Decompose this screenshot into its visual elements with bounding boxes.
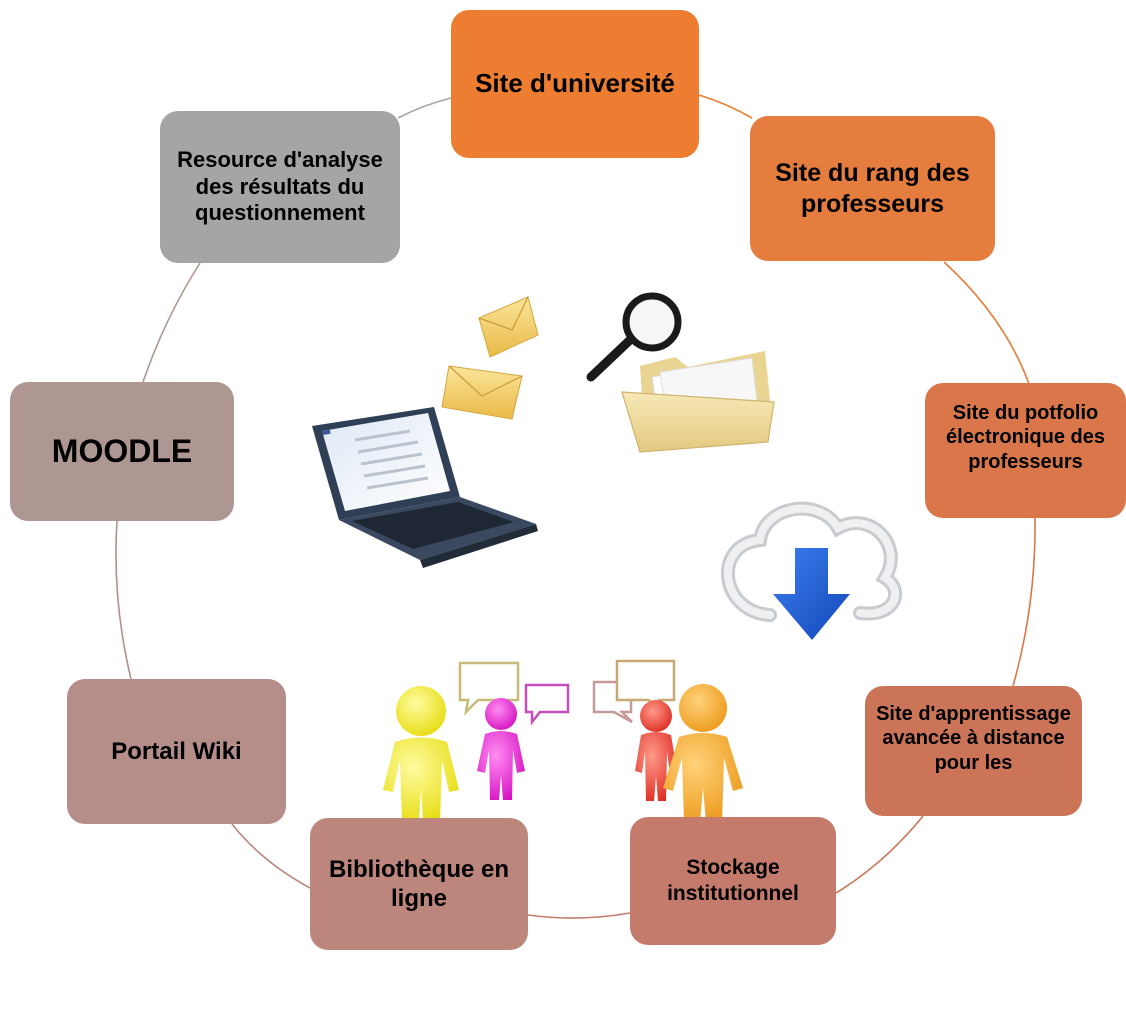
ring-arc xyxy=(527,912,631,919)
envelope-icon xyxy=(441,296,539,420)
node-stockage[interactable]: Stockage institutionnel xyxy=(630,817,836,945)
node-label: Site du potfolio électronique des profes… xyxy=(946,402,1105,473)
node-resource-analyse[interactable]: Resource d'analyse des résultats du ques… xyxy=(160,111,400,263)
cycle-ring xyxy=(115,94,1036,919)
node-label: MOODLE xyxy=(51,432,193,469)
ring-arc xyxy=(231,823,311,889)
node-label: Resource d'analyse des résultats du ques… xyxy=(177,146,383,226)
node-site-universite[interactable]: Site d'université xyxy=(451,10,699,158)
node-site-apprentissage[interactable]: Site d'apprentissage avancée à distance … xyxy=(865,686,1082,816)
node-label: Site d'université xyxy=(475,68,675,99)
node-label: Site d'apprentissage avancée à distance … xyxy=(876,703,1071,774)
ring-arc xyxy=(943,261,1030,385)
node-label: Portail Wiki xyxy=(111,737,242,765)
node-label: Site du rang des professeurs xyxy=(775,159,970,218)
folder-icon xyxy=(621,351,775,453)
laptop-icon xyxy=(312,407,538,568)
node-moodle[interactable]: MOODLE xyxy=(10,382,234,521)
people-chat-icon xyxy=(383,659,743,822)
cloud-download-icon xyxy=(720,501,903,640)
node-site-portfolio[interactable]: Site du potfolio électronique des profes… xyxy=(925,383,1126,518)
node-label: Bibliothèque en ligne xyxy=(329,855,509,912)
node-label: Stockage institutionnel xyxy=(667,856,799,905)
ring-arc xyxy=(115,520,132,680)
node-site-rang-professeurs[interactable]: Site du rang des professeurs xyxy=(750,116,995,261)
ring-arc xyxy=(835,815,924,894)
node-bibliotheque[interactable]: Bibliothèque en ligne xyxy=(310,818,528,950)
ring-arc xyxy=(698,94,753,119)
ring-arc xyxy=(397,97,452,119)
ring-arc xyxy=(142,262,201,383)
magnifier-icon xyxy=(586,292,682,382)
node-portail-wiki[interactable]: Portail Wiki xyxy=(67,679,286,824)
ring-arc xyxy=(1012,517,1036,687)
